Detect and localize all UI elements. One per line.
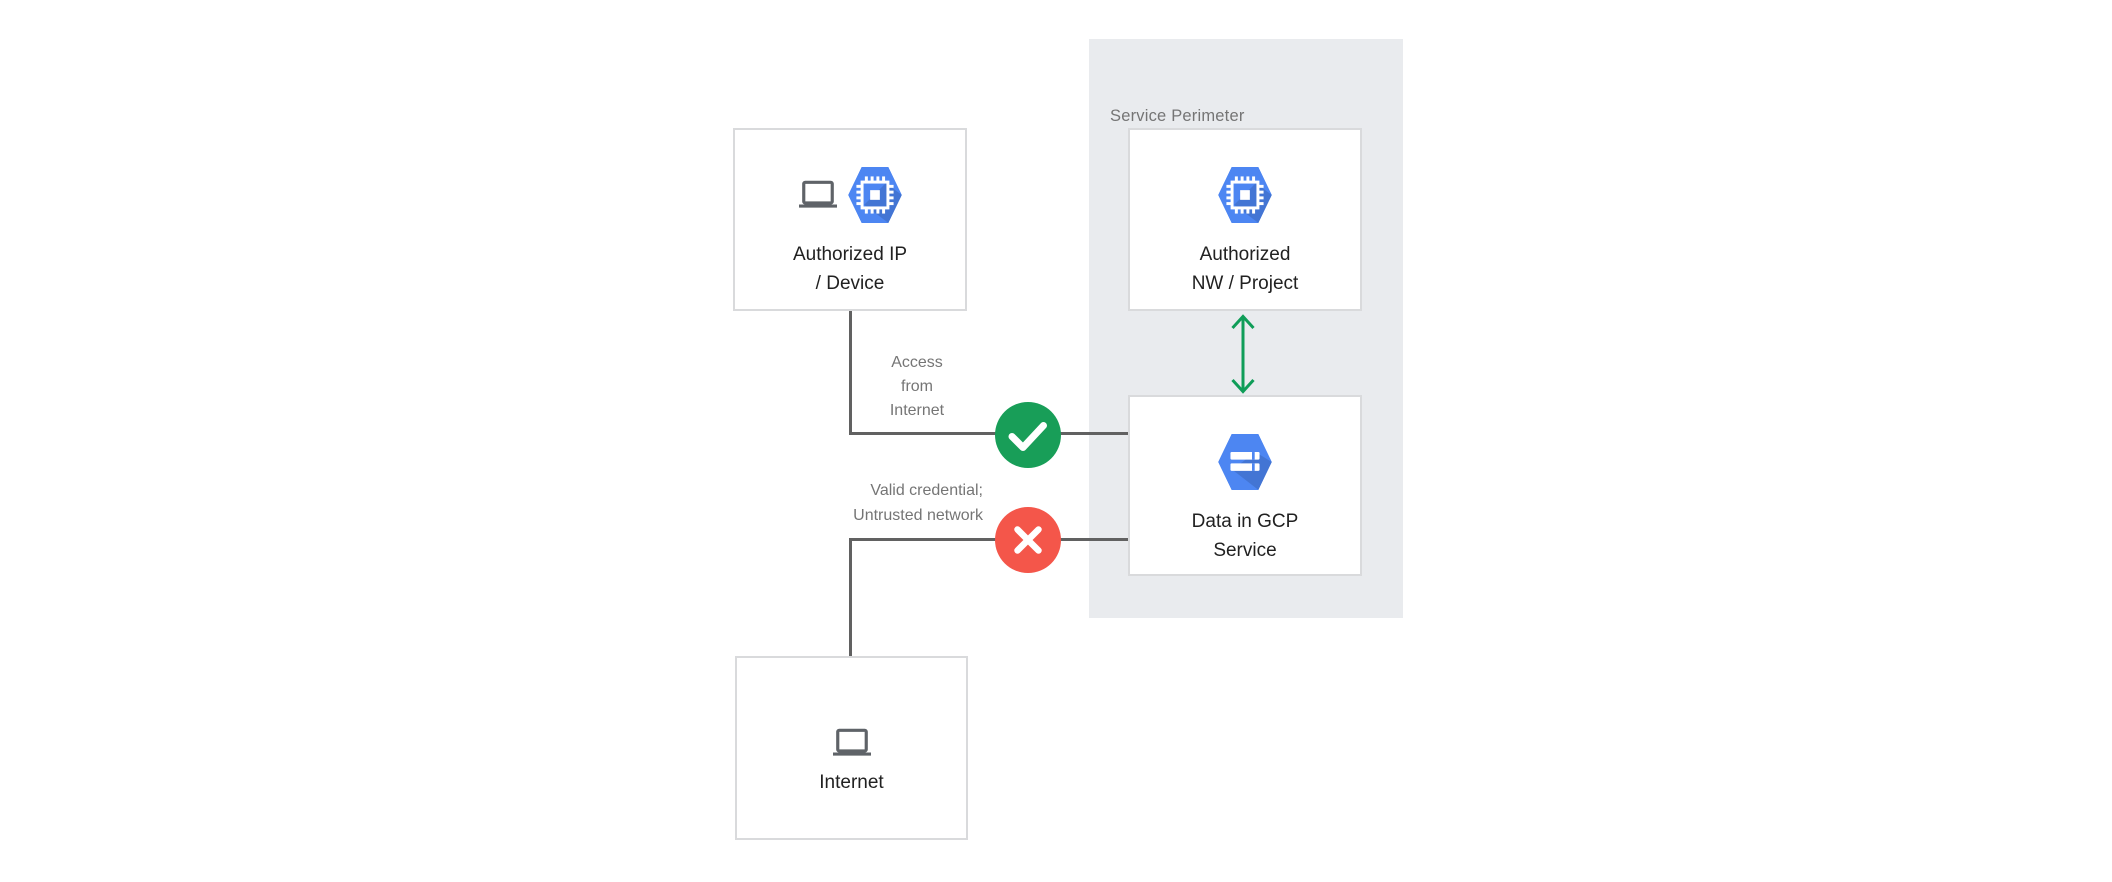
annotation-line: Untrusted network <box>853 507 983 524</box>
node-label: Internet <box>737 768 966 797</box>
node-label-line: Authorized IP <box>792 244 908 265</box>
annotation-line: Valid credential; <box>870 482 983 499</box>
node-icons <box>735 167 965 223</box>
node-data-in-gcp-service: Data in GCP Service <box>1128 395 1362 576</box>
node-label: Authorized NW / Project <box>1130 240 1360 298</box>
gcp-compute-hexagon-icon <box>1218 167 1272 223</box>
node-authorized-ip-device: Authorized IP / Device <box>733 128 967 311</box>
node-icons <box>737 724 966 762</box>
annotation-line: Access <box>891 354 943 371</box>
node-label-line: NW / Project <box>1191 273 1299 294</box>
node-icons <box>1130 167 1360 223</box>
node-label-line: Data in GCP <box>1191 511 1299 532</box>
node-internet: Internet <box>735 656 968 840</box>
node-label-line: Authorized <box>1199 244 1291 265</box>
annotation-line: from <box>901 378 933 395</box>
denied-badge <box>995 507 1061 573</box>
denied-connector-line <box>849 538 1128 656</box>
node-label-line: / Device <box>815 273 885 294</box>
node-icons <box>1130 434 1360 490</box>
x-icon <box>1014 526 1042 554</box>
gcp-storage-hexagon-icon <box>1218 434 1272 490</box>
gcp-compute-hexagon-icon <box>847 167 902 223</box>
laptop-icon <box>832 728 871 756</box>
node-label: Data in GCP Service <box>1130 507 1360 565</box>
check-icon <box>1008 422 1047 451</box>
node-label-line: Service <box>1213 540 1277 561</box>
annotation-line: Internet <box>889 402 945 419</box>
service-perimeter-label: Service Perimeter <box>1110 107 1245 125</box>
laptop-icon <box>798 180 837 208</box>
node-authorized-nw-project: Authorized NW / Project <box>1128 128 1362 311</box>
node-label-line: Internet <box>819 772 884 793</box>
valid-credential-untrusted-network-label: Valid credential; Untrusted network <box>743 478 983 528</box>
allowed-badge <box>995 402 1061 468</box>
node-label: Authorized IP / Device <box>735 240 965 298</box>
